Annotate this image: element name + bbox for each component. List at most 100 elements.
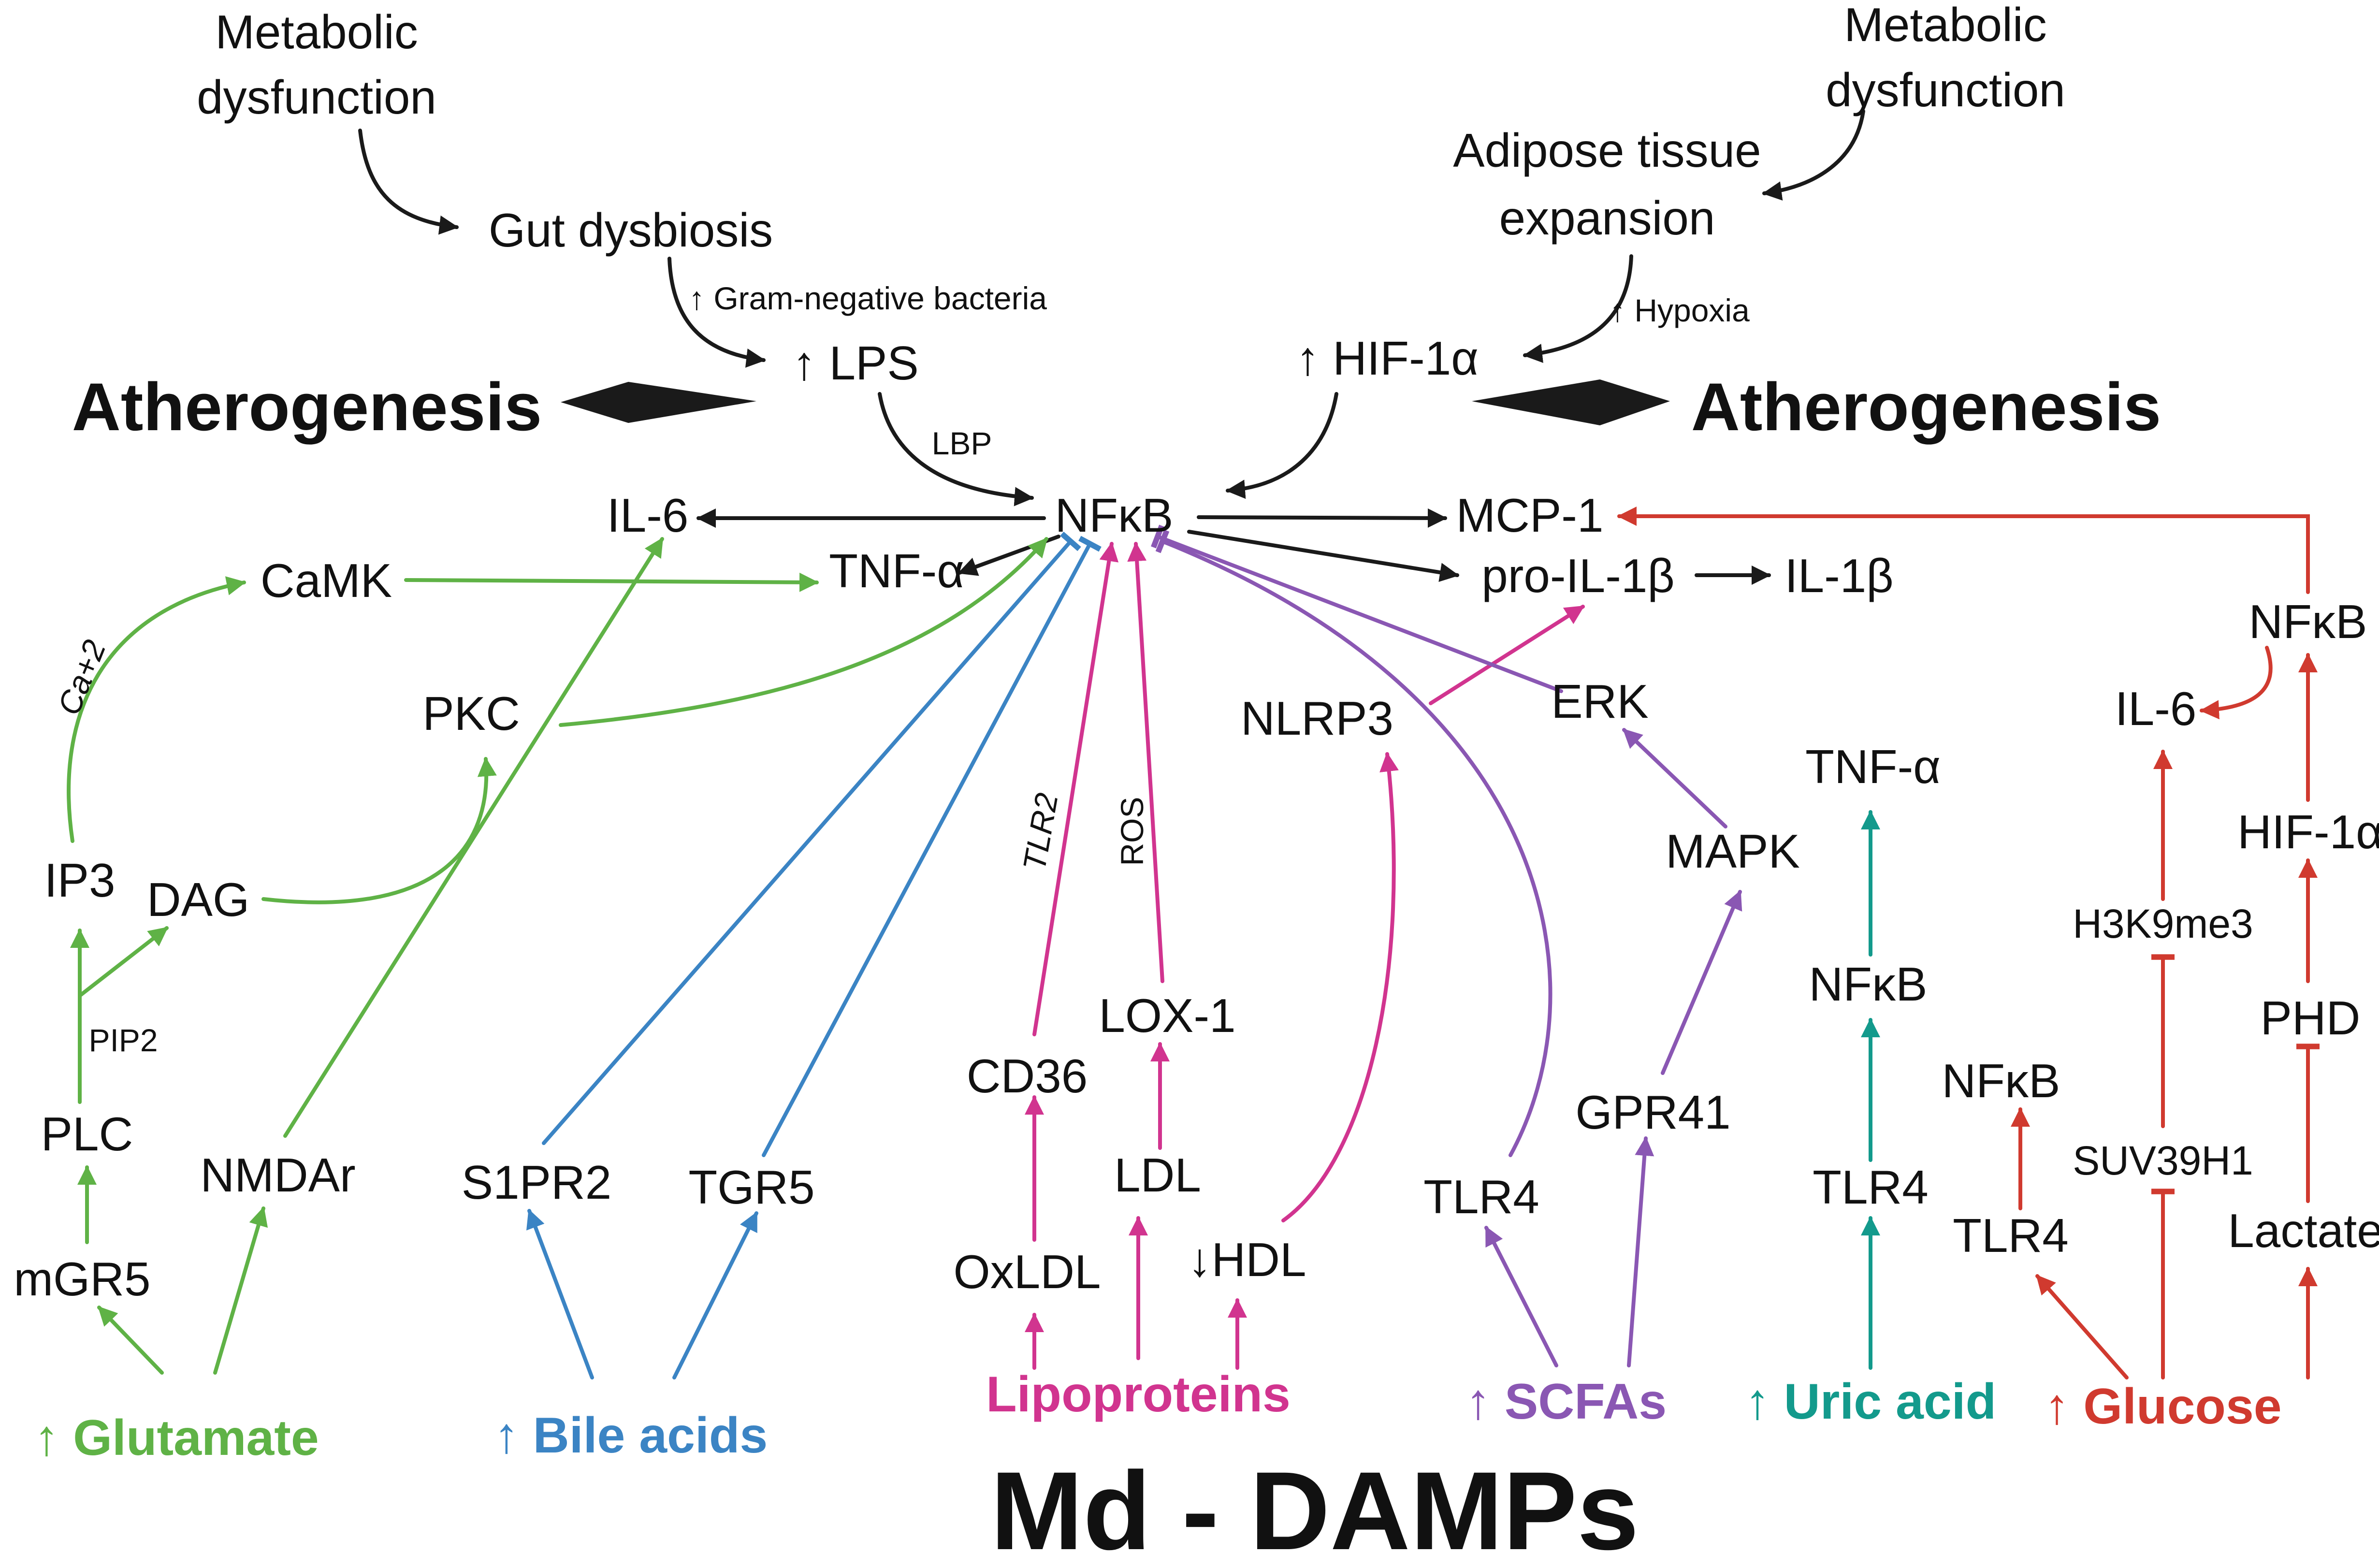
- edge-nlrp3-to-proil1b: [1429, 605, 1585, 705]
- edge-metabolic-r-to-adipose: [1762, 109, 1865, 201]
- nfkb-glucose-top-label: NFκB: [2249, 595, 2367, 648]
- glucose-labels: NFκB IL-6 HIF-1α H3K9me3 PHD NFκB SUV39H…: [1942, 595, 2379, 1435]
- edge-ip3-to-camk: [67, 576, 246, 843]
- tnf-uric-label: TNF-α: [1805, 740, 1941, 793]
- edge-nfkb-to-proil1b: [1187, 530, 1459, 582]
- nfkb-glucose-low-label: NFκB: [1942, 1054, 2060, 1107]
- edge-erk-to-nfkb: [1151, 524, 1563, 693]
- edge-glutamate-to-mgr5: [97, 1306, 164, 1375]
- metabolic-right-line2: dysfunction: [1826, 63, 2065, 116]
- dag-label: DAG: [147, 873, 249, 926]
- edge-gpr41-to-mapk: [1661, 890, 1742, 1075]
- ldl-label: LDL: [1114, 1148, 1201, 1202]
- edge-tlr4-to-nfkb: [1155, 529, 1552, 1157]
- edge-camk-to-tnf: [404, 572, 819, 592]
- glucose-edges: [1617, 507, 2320, 1379]
- metabolic-right-line1: Metabolic: [1844, 0, 2046, 51]
- uric-source-label: ↑ Uric acid: [1745, 1374, 1996, 1430]
- gpr41-label: GPR41: [1575, 1086, 1730, 1139]
- edge-lps-to-nfkb: [878, 392, 1034, 507]
- scfa-source-label: ↑ SCFAs: [1465, 1374, 1667, 1430]
- top-labels: Metabolic dysfunction Gut dysbiosis ↑ Gr…: [72, 0, 2161, 461]
- h3k9me3-label: H3K9me3: [2073, 901, 2253, 946]
- edge-nfkb-to-il6-glucose: [2200, 646, 2273, 720]
- suv39h1-label: SUV39H1: [2073, 1138, 2253, 1183]
- edge-scfa-to-tlr4: [1484, 1226, 1558, 1367]
- lipo-labels: TLR2 ROS LOX-1 CD36 LDL OxLDL ↓HDL NLRP3…: [953, 692, 1393, 1423]
- camk-label: CaMK: [261, 554, 392, 607]
- bile-labels: S1PR2 TGR5 ↑ Bile acids: [462, 1156, 815, 1464]
- edge-mapk-to-erk: [1622, 728, 1727, 828]
- main-title: Md - DAMPs: [990, 1449, 1639, 1568]
- glutamate-labels: CaMK Ca+2 PKC IP3 DAG PIP2 PLC NMDAr mGR…: [14, 554, 520, 1466]
- edge-nfkb-to-mcp1-glucose: [1617, 507, 2310, 594]
- tlr4-scfa-label: TLR4: [1423, 1170, 1539, 1223]
- gut-dysbiosis-label: Gut dysbiosis: [489, 203, 773, 257]
- glutamate-edges: [67, 537, 1048, 1375]
- edge-bile-to-tgr5: [672, 1211, 758, 1379]
- scfa-edges: [1151, 524, 1742, 1367]
- adipose-line1: Adipose tissue: [1453, 124, 1761, 177]
- nfkb-uric-label: NFκB: [1809, 958, 1928, 1011]
- nfkb-center-label: NFκB: [1055, 489, 1174, 542]
- oxldl-label: OxLDL: [953, 1245, 1101, 1298]
- glutamate-source-label: ↑ Glutamate: [34, 1410, 319, 1466]
- tlr4-glucose-label: TLR4: [1953, 1209, 2069, 1262]
- adipose-line2: expansion: [1499, 191, 1715, 245]
- mcp1-label: MCP-1: [1456, 489, 1604, 542]
- core-labels: NFκB IL-6 TNF-α MCP-1 pro-IL-1β IL-1β: [607, 489, 1894, 602]
- pro-il1b-label: pro-IL-1β: [1481, 549, 1675, 602]
- atherogenesis-left-label: Atherogenesis: [72, 369, 542, 445]
- plc-label: PLC: [41, 1107, 133, 1161]
- il6-glucose-label: IL-6: [2115, 682, 2197, 735]
- edge-glucose-to-tlr4: [2035, 1274, 2129, 1379]
- lactate-label: Lactate: [2228, 1204, 2379, 1257]
- phd-label: PHD: [2261, 991, 2361, 1045]
- top-edges: [358, 109, 1865, 585]
- lps-label: ↑ LPS: [792, 336, 918, 390]
- edge-pip2-to-dag: [78, 926, 169, 998]
- nmdar-label: NMDAr: [200, 1148, 355, 1202]
- scfa-labels: ERK MAPK GPR41 TLR4 ↑ SCFAs: [1423, 675, 1800, 1430]
- edge-lox1-to-nfkb: [1127, 542, 1164, 983]
- edge-metabolic-to-gut: [358, 129, 459, 235]
- edge-s1pr2-to-nfkb: [542, 531, 1081, 1145]
- pkc-label: PKC: [422, 687, 520, 740]
- mgr5-label: mGR5: [14, 1252, 150, 1306]
- edge-gut-to-lps: [667, 257, 766, 368]
- lbp-label: LBP: [932, 425, 992, 461]
- bile-source-label: ↑ Bile acids: [494, 1408, 768, 1464]
- edge-scfa-to-gpr41: [1627, 1136, 1654, 1367]
- edge-glutamate-to-nmdar: [213, 1206, 268, 1375]
- lox1-label: LOX-1: [1099, 989, 1235, 1042]
- edge-nmdar-to-il6: [283, 537, 664, 1138]
- mapk-label: MAPK: [1666, 825, 1800, 878]
- ca-label: Ca+2: [50, 635, 112, 720]
- uric-labels: TNF-α NFκB TLR4 ↑ Uric acid: [1745, 740, 1996, 1430]
- edge-hdl-to-nlrp3: [1281, 752, 1399, 1222]
- edge-pkc-to-nfkb: [559, 537, 1048, 727]
- atherogenesis-arrow-right: [1472, 379, 1670, 425]
- tnf-center-label: TNF-α: [829, 544, 964, 597]
- atherogenesis-arrow-left: [561, 382, 756, 423]
- atherogenesis-right-label: Atherogenesis: [1691, 369, 2161, 445]
- edge-bile-to-s1pr2: [526, 1209, 594, 1379]
- nlrp3-label: NLRP3: [1241, 692, 1393, 745]
- bile-edges: [526, 531, 1102, 1379]
- lipo-edges: [1025, 542, 1585, 1370]
- lipo-source-label: Lipoproteins: [986, 1366, 1291, 1423]
- hypoxia-label: ↑ Hypoxia: [1610, 292, 1750, 328]
- glucose-source-label: ↑ Glucose: [2044, 1379, 2281, 1435]
- s1pr2-label: S1PR2: [462, 1156, 612, 1209]
- edge-adipose-to-hif: [1523, 254, 1633, 363]
- gram-negative-label: ↑ Gram-negative bacteria: [689, 280, 1047, 316]
- tlr2-label: TLR2: [1016, 790, 1065, 873]
- erk-label: ERK: [1551, 675, 1649, 728]
- il1b-label: IL-1β: [1784, 549, 1893, 602]
- cd36-label: CD36: [967, 1049, 1088, 1103]
- pip2-label: PIP2: [88, 1022, 158, 1058]
- hdl-label: ↓HDL: [1188, 1233, 1306, 1286]
- il6-center-label: IL-6: [607, 489, 689, 542]
- metabolic-left-line1: Metabolic: [215, 5, 418, 58]
